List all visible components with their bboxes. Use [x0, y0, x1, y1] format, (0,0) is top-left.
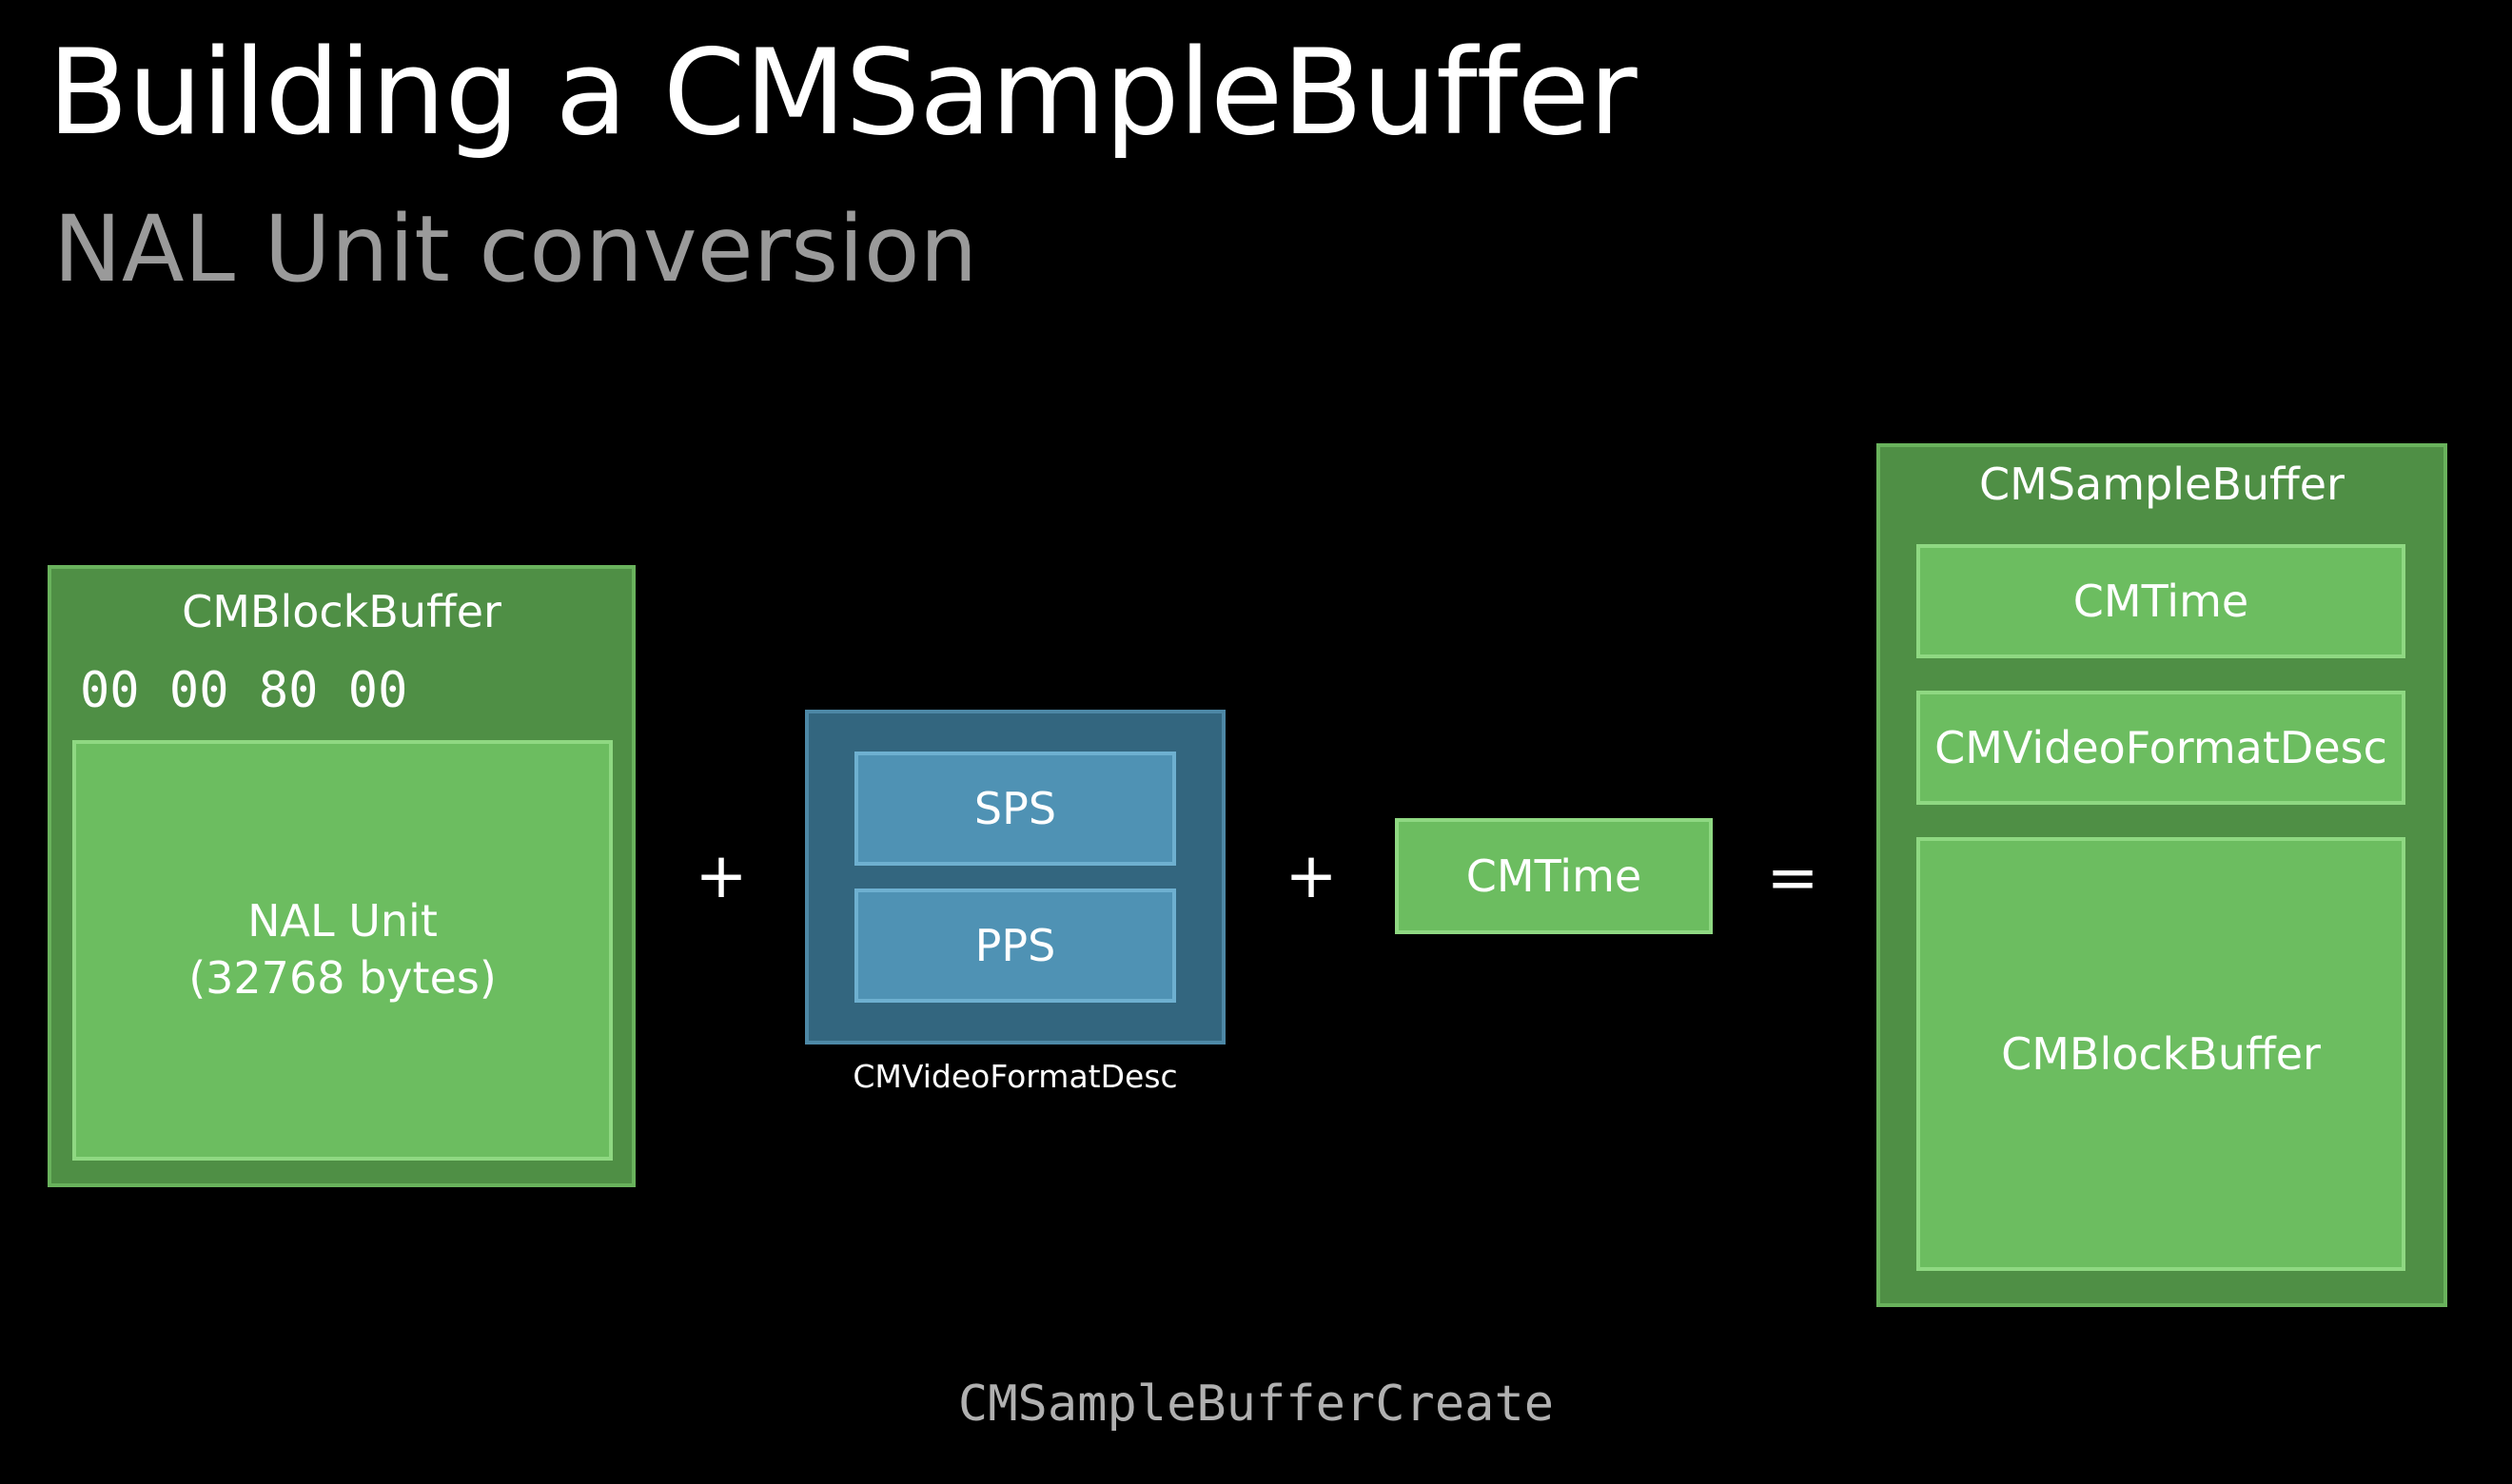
nal-unit-label: NAL Unit: [247, 895, 438, 947]
time-box: CMTime: [1395, 818, 1713, 934]
block-buffer-header-bytes: 00 00 80 00: [80, 662, 408, 719]
slide-title: Building a CMSampleBuffer: [48, 25, 1638, 162]
sps-box: SPS: [854, 752, 1176, 866]
format-desc-caption: CMVideoFormatDesc: [853, 1058, 1178, 1095]
sample-buffer-block-buffer-box: CMBlockBuffer: [1916, 837, 2405, 1271]
plus-operator-1: +: [695, 839, 748, 912]
sample-buffer-label: CMSampleBuffer: [1979, 459, 2345, 510]
function-name: CMSampleBufferCreate: [957, 1376, 1555, 1433]
pps-box: PPS: [854, 888, 1176, 1003]
sample-buffer-time-box: CMTime: [1916, 544, 2405, 658]
block-buffer-label: CMBlockBuffer: [182, 586, 501, 637]
nal-unit-box: NAL Unit (32768 bytes): [72, 740, 613, 1161]
equals-operator: =: [1766, 841, 1819, 914]
sample-buffer-format-desc-box: CMVideoFormatDesc: [1916, 691, 2405, 805]
slide-subtitle: NAL Unit conversion: [53, 196, 978, 303]
plus-operator-2: +: [1285, 839, 1338, 912]
nal-unit-size: (32768 bytes): [188, 952, 497, 1004]
